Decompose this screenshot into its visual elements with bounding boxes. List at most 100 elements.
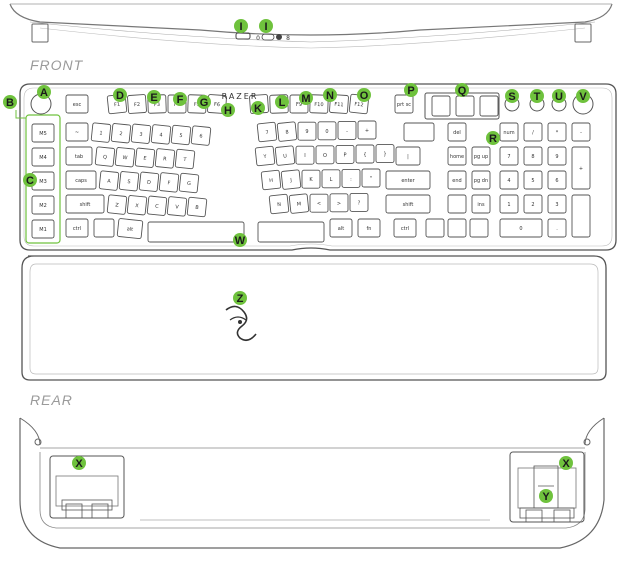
- key-kpplus[interactable]: +: [571, 146, 591, 190]
- key-kp9[interactable]: 9: [547, 146, 567, 166]
- key-x[interactable]: X: [126, 195, 148, 216]
- key-kp-enter[interactable]: [571, 194, 591, 238]
- key-ctrl_l[interactable]: ctrl: [65, 218, 89, 238]
- key-backspace[interactable]: [403, 122, 435, 142]
- key-n[interactable]: N: [268, 193, 290, 215]
- key-shift_l[interactable]: shift: [65, 194, 105, 214]
- key-tab[interactable]: tab: [65, 146, 93, 166]
- key-kp2[interactable]: 2: [523, 194, 543, 214]
- key-minus[interactable]: -: [337, 120, 357, 140]
- key-n6[interactable]: 6: [190, 125, 212, 146]
- key-fn[interactable]: fn: [357, 218, 381, 238]
- key-g[interactable]: G: [178, 172, 200, 194]
- key-m5[interactable]: M5: [31, 123, 55, 143]
- key-n2[interactable]: 2: [110, 123, 132, 144]
- key-slash[interactable]: ?: [349, 192, 369, 212]
- key-y[interactable]: Y: [254, 145, 276, 167]
- key-kp1[interactable]: 1: [499, 194, 519, 214]
- media-key-1[interactable]: [431, 95, 451, 117]
- right-tilt-foot[interactable]: [509, 451, 585, 523]
- key-a[interactable]: A: [98, 170, 120, 191]
- key-equal[interactable]: +: [357, 120, 377, 140]
- key-m4[interactable]: M4: [31, 147, 55, 167]
- key-u[interactable]: U: [274, 145, 296, 166]
- key-win[interactable]: [93, 218, 115, 238]
- key-arrow-right[interactable]: [469, 218, 489, 238]
- key-o[interactable]: O: [315, 145, 335, 165]
- key-alt_l[interactable]: alt: [116, 218, 144, 240]
- left-tilt-foot[interactable]: [49, 455, 125, 519]
- key-n8[interactable]: 8: [276, 121, 298, 142]
- key-k[interactable]: K: [301, 169, 321, 189]
- key-end[interactable]: end: [447, 170, 467, 190]
- key-kp0[interactable]: 0: [499, 218, 543, 238]
- key-i[interactable]: I: [295, 145, 315, 165]
- key-kp7[interactable]: 7: [499, 146, 519, 166]
- key-kpmul[interactable]: *: [547, 122, 567, 142]
- key-arrow-down[interactable]: [447, 218, 467, 238]
- key-space-left[interactable]: [147, 221, 245, 243]
- key-kp8[interactable]: 8: [523, 146, 543, 166]
- key-caps[interactable]: caps: [65, 170, 97, 190]
- key-period[interactable]: >: [329, 193, 349, 213]
- key-m1[interactable]: M1: [31, 219, 55, 239]
- key-semi[interactable]: :: [341, 168, 361, 188]
- key-arrow-left[interactable]: [425, 218, 445, 238]
- key-kp6[interactable]: 6: [547, 170, 567, 190]
- key-c[interactable]: C: [146, 195, 168, 216]
- key-bsl[interactable]: |: [395, 146, 421, 166]
- key-s[interactable]: S: [118, 171, 140, 192]
- key-home[interactable]: home: [447, 146, 467, 166]
- key-p[interactable]: P: [335, 144, 355, 164]
- key-m2[interactable]: M2: [31, 195, 55, 215]
- media-key-3[interactable]: [479, 95, 499, 117]
- key-lbr[interactable]: {: [355, 144, 375, 164]
- key-b[interactable]: B: [186, 196, 208, 218]
- key-ctrl_r[interactable]: ctrl: [393, 218, 417, 238]
- key-tilde[interactable]: ~: [65, 122, 89, 142]
- key-kpdiv[interactable]: /: [523, 122, 543, 142]
- key-n9[interactable]: 9: [297, 121, 317, 141]
- key-t[interactable]: T: [174, 148, 196, 170]
- key-pgup[interactable]: pg up: [471, 146, 491, 166]
- key-h[interactable]: H: [260, 169, 282, 191]
- key-r[interactable]: R: [154, 148, 176, 169]
- key-l[interactable]: L: [321, 169, 341, 189]
- key-kp5[interactable]: 5: [523, 170, 543, 190]
- key-n5[interactable]: 5: [170, 124, 192, 146]
- key-q[interactable]: Q: [94, 146, 116, 167]
- key-e[interactable]: E: [134, 147, 156, 168]
- key-comma[interactable]: <: [309, 193, 329, 213]
- key-w[interactable]: W: [114, 147, 136, 168]
- key-shift_r[interactable]: shift: [385, 194, 431, 214]
- key-kpdot[interactable]: .: [547, 218, 567, 238]
- key-kp4[interactable]: 4: [499, 170, 519, 190]
- key-rbr[interactable]: }: [375, 144, 395, 164]
- key-m3[interactable]: M3: [31, 171, 55, 191]
- key-d[interactable]: D: [138, 171, 160, 192]
- key-arrow-up[interactable]: [447, 194, 467, 214]
- key-f[interactable]: F: [158, 172, 180, 193]
- key-z[interactable]: Z: [106, 194, 128, 215]
- key-quote[interactable]: ": [361, 168, 381, 188]
- key-ins[interactable]: ins: [471, 194, 491, 214]
- key-n7[interactable]: 7: [256, 121, 278, 143]
- key-esc[interactable]: esc: [65, 94, 89, 114]
- key-m[interactable]: M: [288, 193, 310, 214]
- media-key-2[interactable]: [455, 95, 475, 117]
- key-f2[interactable]: F2: [127, 94, 147, 114]
- key-del[interactable]: del: [447, 122, 467, 142]
- key-n1[interactable]: 1: [90, 122, 112, 143]
- key-j[interactable]: J: [280, 169, 302, 190]
- key-n4[interactable]: 4: [150, 124, 172, 145]
- key-kpmin[interactable]: -: [571, 122, 591, 142]
- key-v[interactable]: V: [166, 196, 188, 217]
- key-space-right[interactable]: [257, 221, 325, 243]
- key-num[interactable]: num: [499, 122, 519, 142]
- key-prtsc[interactable]: prt sc: [394, 94, 414, 114]
- key-pgdn[interactable]: pg dn: [471, 170, 491, 190]
- key-alt_r[interactable]: alt: [329, 218, 353, 238]
- key-n0[interactable]: 0: [317, 121, 337, 141]
- key-kp3[interactable]: 3: [547, 194, 567, 214]
- key-enter[interactable]: enter: [385, 170, 431, 190]
